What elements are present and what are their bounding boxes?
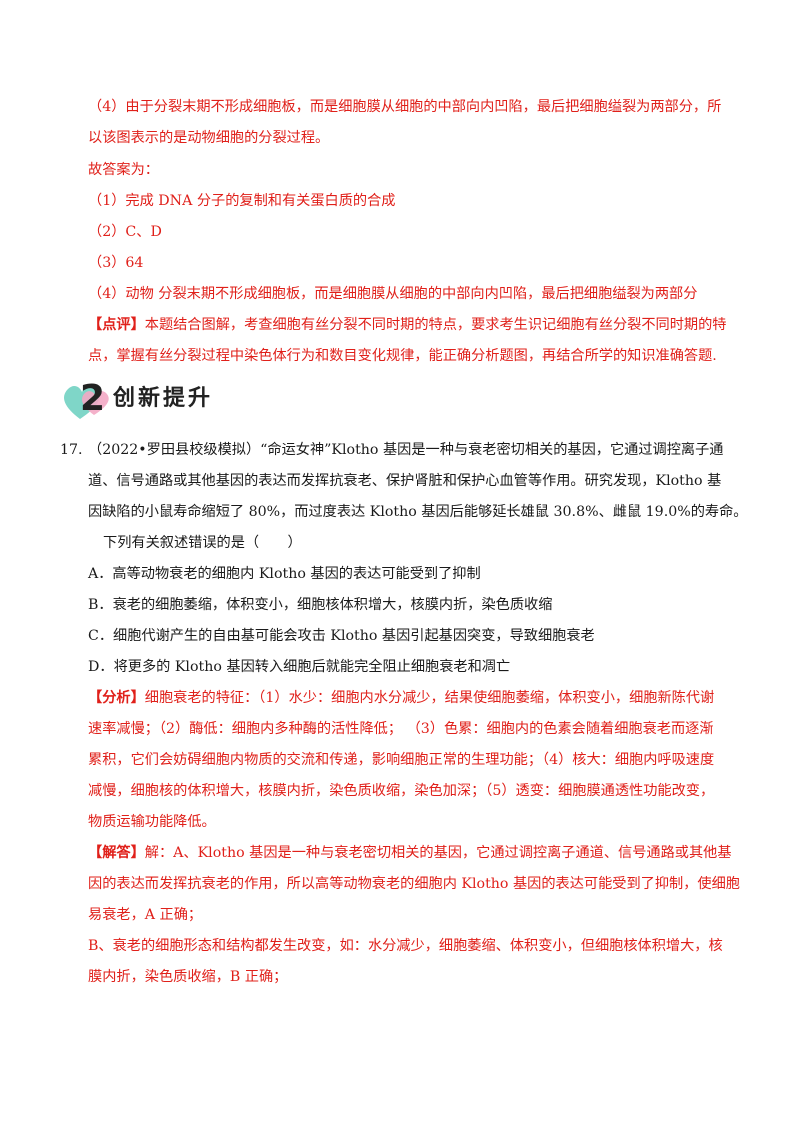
question-line1: （2022•罗田县校级模拟）“命运女神”Klotho 基因是一种与衰老密切相关的… [88, 442, 724, 458]
solution-line3: 易衰老，A 正确； [88, 907, 203, 923]
section-header: 2 创新提升 [58, 375, 258, 425]
answer-4: （4）动物 分裂末期不形成细胞板，而是细胞膜从细胞的中部向内凹陷，最后把细胞缢裂… [88, 286, 698, 302]
analysis-tag: 【分析】 [88, 690, 145, 706]
solution-line2: 因的表达而发挥抗衰老的作用，所以高等动物衰老的细胞内 Klotho 基因的表达可… [88, 876, 740, 892]
solution-line4: B、衰老的细胞形态和结构都发生改变，如：水分减少，细胞萎缩、体积变小，但细胞核体… [88, 938, 723, 954]
answer-3: （3）64 [88, 255, 144, 271]
analysis-line1: 【分析】细胞衰老的特征：（1）水少：细胞内水分减少，结果使细胞萎缩，体积变小，细… [88, 688, 714, 708]
solution-tag: 【解答】 [88, 845, 145, 861]
solution-line1: 【解答】解：A、Klotho 基因是一种与衰老密切相关的基因，它通过调控离子通道… [88, 843, 732, 863]
answer-part4-line1: （4）由于分裂末期不形成细胞板，而是细胞膜从细胞的中部向内凹陷，最后把细胞缢裂为… [88, 99, 722, 115]
section-number: 2 [80, 378, 106, 419]
comment-line1: 【点评】本题结合图解，考查细胞有丝分裂不同时期的特点，要求考生识记细胞有丝分裂不… [88, 315, 726, 335]
question-number: 17. [60, 442, 83, 458]
analysis-line3: 累积，它们会妨碍细胞内物质的交流和传递，影响细胞正常的生理功能；（4）核大：细胞… [88, 752, 715, 768]
answer-2: （2）C、D [88, 224, 162, 240]
option-c: C．细胞代谢产生的自由基可能会攻击 Klotho 基因引起基因突变，导致细胞衰老 [88, 628, 595, 644]
solution-line5: 膜内折，染色质收缩，B 正确； [88, 969, 288, 985]
comment-line2: 点，掌握有丝分裂过程中染色体行为和数目变化规律，能正确分析题图，再结合所学的知识… [88, 348, 717, 364]
answer-part4-line2: 以该图表示的是动物细胞的分裂过程。 [88, 130, 330, 146]
answers-label: 故答案为： [88, 162, 159, 178]
analysis-text: 细胞衰老的特征：（1）水少：细胞内水分减少，结果使细胞萎缩，体积变小，细胞新陈代… [144, 690, 715, 706]
option-d: D．将更多的 Klotho 基因转入细胞后就能完全阻止细胞衰老和凋亡 [88, 659, 511, 675]
section-title: 创新提升 [113, 386, 214, 411]
analysis-line5: 物质运输功能降低。 [88, 814, 216, 830]
question-prompt: 下列有关叙述错误的是（ ） [103, 535, 302, 551]
analysis-line4: 减慢，细胞核的体积增大，核膜内折，染色质收缩，染色加深；（5）透变：细胞膜通透性… [88, 783, 715, 799]
option-b: B．衰老的细胞萎缩，体积变小，细胞核体积增大，核膜内折，染色质收缩 [88, 597, 553, 613]
option-a: A．高等动物衰老的细胞内 Klotho 基因的表达可能受到了抑制 [88, 566, 481, 582]
question-line2: 道、信号通路或其他基因的表达而发挥抗衰老、保护肾脏和保护心血管等作用。研究发现，… [88, 473, 722, 489]
answer-1: （1）完成 DNA 分子的复制和有关蛋白质的合成 [88, 193, 396, 209]
solution-text: 解：A、Klotho 基因是一种与衰老密切相关的基因，它通过调控离子通道、信号通… [144, 845, 732, 861]
analysis-line2: 速率减慢；（2）酶低：细胞内多种酶的活性降低； （3）色累：细胞内的色素会随着细… [88, 721, 714, 737]
question-line3: 因缺陷的小鼠寿命缩短了 80%，而过度表达 Klotho 基因后能够延长雄鼠 3… [88, 504, 748, 520]
comment-tag: 【点评】 [88, 317, 145, 333]
comment-text: 本题结合图解，考查细胞有丝分裂不同时期的特点，要求考生识记细胞有丝分裂不同时期的… [144, 317, 727, 333]
heart-decoration-icon [64, 385, 109, 419]
